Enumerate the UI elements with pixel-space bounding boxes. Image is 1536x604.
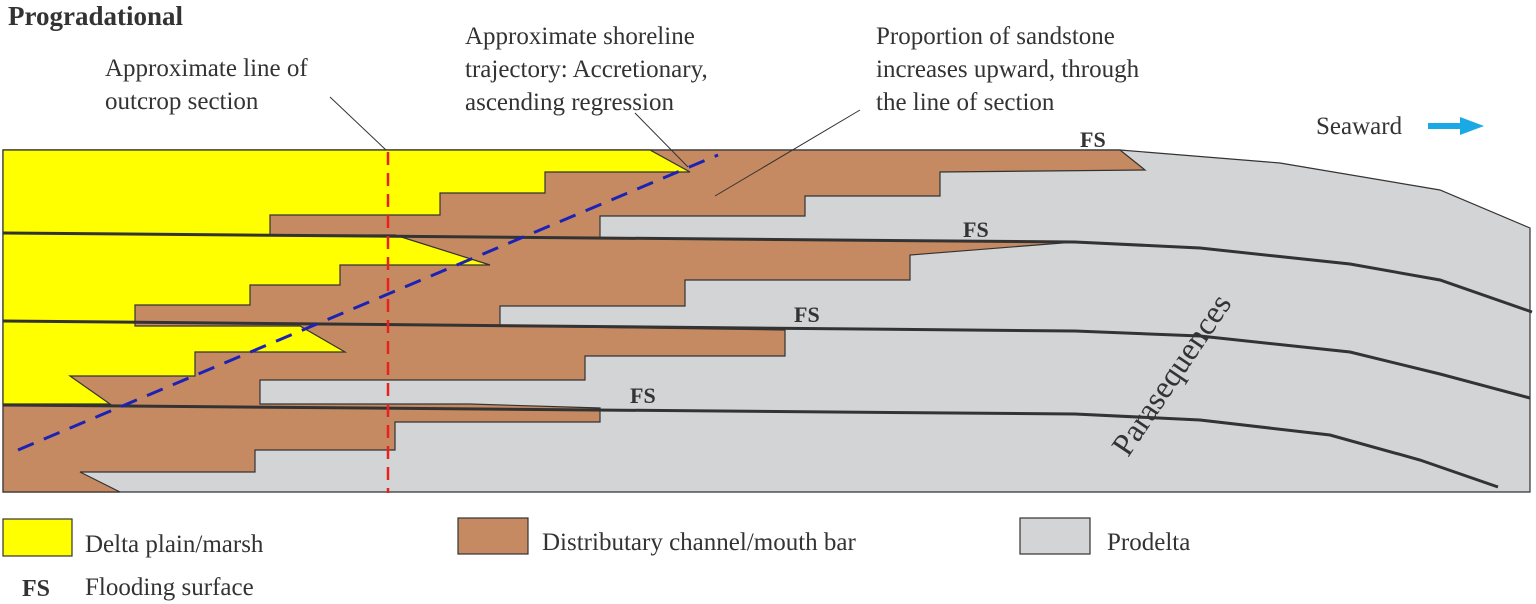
seaward-label: Seaward	[1316, 113, 1403, 140]
flooding-surface-line-1	[2, 231, 1533, 314]
seaward-arrow-icon	[1428, 117, 1484, 135]
shoreline-leader	[634, 112, 689, 168]
shoreline-annotation: Approximate shoreline trajectory: Accret…	[465, 23, 714, 116]
legend: Delta plain/marsh Distributary channel/m…	[2, 517, 1190, 602]
legend-label-prodelta: Prodelta	[1107, 529, 1190, 556]
legend-fs-abbr: FS	[22, 576, 50, 602]
legend-swatch-prodelta	[1019, 517, 1091, 555]
legend-label-flooding-surface: Flooding surface	[85, 574, 254, 601]
fs-label-1: FS	[963, 217, 989, 242]
legend-label-delta-plain: Delta plain/marsh	[85, 531, 264, 558]
shoreline-trajectory-line	[17, 153, 719, 452]
delta-plain-layer	[2, 149, 691, 405]
sandstone-leader	[714, 109, 861, 197]
sandstone-annotation: Proportion of sandstone increases upward…	[876, 23, 1145, 116]
flooding-surface-line-2	[2, 319, 1531, 400]
cross-section	[2, 149, 1533, 493]
legend-swatch-channel	[457, 517, 529, 555]
legend-label-channel: Distributary channel/mouth bar	[542, 529, 856, 556]
fs-label-top: FS	[1080, 127, 1106, 152]
fs-label-3: FS	[630, 383, 656, 408]
fs-label-2: FS	[794, 302, 820, 327]
outcrop-leader	[329, 96, 387, 151]
flooding-surface-line-3	[2, 403, 1499, 489]
diagram-title: Progradational	[8, 1, 183, 31]
outcrop-annotation: Approximate line of outcrop section	[105, 55, 314, 115]
legend-swatch-delta-plain	[2, 518, 73, 557]
